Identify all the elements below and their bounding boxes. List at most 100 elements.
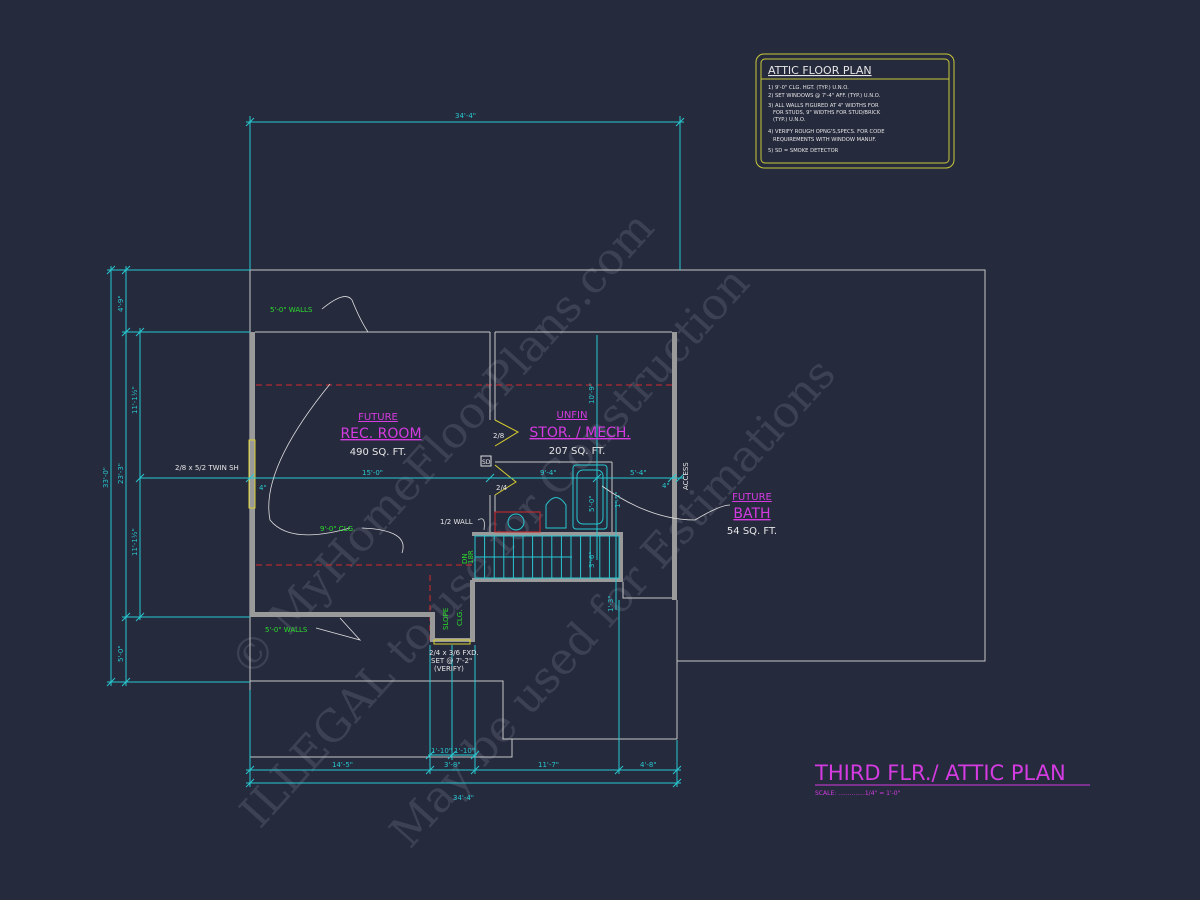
window-bottom-line-3: (VERIFY)	[434, 665, 464, 673]
dim-left-a: 4'-9"	[117, 295, 125, 312]
dimension-tick	[675, 473, 685, 483]
dimension-tick	[245, 765, 255, 775]
window-bottom-line-2: SET @ 7'-2"	[431, 657, 472, 665]
dimension-tick	[245, 117, 255, 127]
dimension-tick	[447, 750, 457, 760]
dimension-tick	[121, 327, 131, 337]
dimension-tick	[245, 778, 255, 788]
dim-left-total: 33'-0"	[102, 467, 110, 488]
dim-stair: 3'-6"	[588, 551, 596, 568]
dimension-tick	[614, 765, 624, 775]
note-line: FOR STUDS, 9" WIDTHS FOR STUD/BRICK	[768, 110, 881, 116]
dn-risers-label: 18R	[467, 550, 475, 564]
dimension-tick	[672, 778, 682, 788]
bath-fixtures	[507, 464, 608, 531]
plan-scale: SCALE: ..............1/4" = 1'-0"	[815, 790, 901, 797]
note-line: 4) VERIFY ROUGH OPNG'S,SPECS. FOR CODE	[768, 129, 884, 135]
bath-name: BATH	[733, 506, 770, 522]
dim-stor: 9'-4"	[540, 469, 557, 477]
dimension-tick	[672, 765, 682, 775]
rec-area: 490 SQ. FT.	[350, 447, 407, 458]
bath-area: 54 SQ. FT.	[727, 526, 777, 537]
dim-bottom-total: 34'-4"	[453, 794, 474, 802]
dimension-tick	[135, 473, 145, 483]
room-labels: FUTURE REC. ROOM 490 SQ. FT. UNFIN STOR.…	[340, 410, 777, 537]
slope-clg-label: CLG.	[456, 610, 464, 626]
window-left-label: 2/8 x 5/2 TWIN SH	[175, 464, 239, 472]
dim-small: 1'-5"	[614, 491, 622, 508]
door-bottom-label: 2/4	[496, 484, 508, 492]
dim-bottom-small-2: 1'-10"	[454, 747, 475, 755]
clg-note: 9'-0" CLG.	[320, 525, 355, 533]
dim-wall-right: 4"	[662, 482, 670, 490]
dim-top: 34'-4"	[455, 112, 476, 120]
walls	[248, 331, 677, 645]
dim-bottom-4: 4'-8"	[640, 761, 657, 769]
smoke-detector	[480, 455, 492, 467]
dim-left-c: 11'-1½"	[131, 528, 139, 556]
dim-left-b: 11'-1½"	[131, 386, 139, 414]
access-label: ACCESS	[682, 462, 690, 490]
dim-bottom-small-1: 1'-10"	[431, 747, 452, 755]
window-bottom	[433, 639, 471, 645]
note-line: 2) SET WINDOWS @ 7'-4" AFF. (TYP.) U.N.O…	[768, 93, 881, 99]
dim-bottom-3: 11'-7"	[538, 761, 559, 769]
dim-bottom-2: 3'-8"	[444, 761, 461, 769]
note-line: 1) 9'-0" CLG. HGT. (TYP.) U.N.O.	[768, 85, 849, 91]
walls-bottom-note: 5'-0" WALLS	[265, 626, 308, 634]
annotations: 5'-0" WALLS 5'-0" WALLS 9'-0" CLG. 2/8 x…	[175, 306, 690, 673]
leader-lines	[268, 296, 731, 641]
dimension-lines	[106, 116, 685, 788]
window-bottom-line-1: 2/4 x 3/6 FXD.	[429, 649, 479, 657]
bath-prefix: FUTURE	[732, 492, 772, 503]
plan-title: THIRD FLR./ ATTIC PLAN	[814, 761, 1066, 785]
dimension-tick	[135, 327, 145, 337]
sd-label: SD	[482, 459, 491, 466]
title-block: THIRD FLR./ ATTIC PLAN SCALE: ..........…	[814, 761, 1090, 797]
slope-label: SLOPE	[442, 608, 450, 630]
rec-name: REC. ROOM	[340, 426, 421, 442]
note-line: 5) SD = SMOKE DETECTOR	[768, 148, 839, 154]
dimension-tick	[106, 677, 116, 687]
dimension-tick	[121, 265, 131, 275]
walls-top-note: 5'-0" WALLS	[270, 306, 313, 314]
dimension-tick	[667, 473, 677, 483]
notes-box: ATTIC FLOOR PLAN 1) 9'-0" CLG. HGT. (TYP…	[755, 53, 955, 169]
window-left	[248, 439, 256, 509]
stairs	[474, 535, 620, 579]
dimension-tick	[121, 677, 131, 687]
toilet	[545, 497, 567, 529]
dim-stor-vertical: 10'-9"	[588, 383, 596, 404]
stor-prefix: UNFIN	[557, 410, 588, 421]
note-line: REQUIREMENTS WITH WINDOW MANUF.	[768, 137, 876, 143]
notes-title: ATTIC FLOOR PLAN	[768, 64, 872, 77]
stor-area: 207 SQ. FT.	[549, 446, 606, 457]
dim-right: 5'-4"	[630, 469, 647, 477]
dimension-tick	[485, 473, 495, 483]
note-line: 3) ALL WALLS FIGURED AT 4" WIDTHS FOR	[768, 103, 879, 109]
sink	[507, 513, 525, 531]
dimension-tick	[121, 612, 131, 622]
dimension-tick	[425, 750, 435, 760]
dimension-tick	[135, 612, 145, 622]
dim-b: 1'-3"	[607, 595, 615, 612]
dim-wall-left: 4"	[259, 484, 267, 492]
dim-tub: 5'-0"	[588, 495, 596, 512]
dim-bottom-1: 14'-5"	[332, 761, 353, 769]
dimension-tick	[592, 473, 602, 483]
door-top-label: 2/8	[493, 432, 504, 440]
half-wall-label: 1/2 WALL	[440, 518, 473, 526]
dimension-labels: 34'-4" 33'-0" 23'-3" 4'-9" 11'-1½" 11'-1…	[102, 112, 670, 802]
dimension-tick	[106, 265, 116, 275]
dimension-tick	[470, 750, 480, 760]
dimension-tick	[245, 473, 255, 483]
stor-name: STOR. / MECH.	[529, 425, 630, 441]
dim-left-inner: 23'-3"	[117, 463, 125, 484]
dimension-tick	[675, 117, 685, 127]
bathtub	[572, 464, 608, 530]
dim-rec: 15'-0"	[362, 469, 383, 477]
dimension-tick	[470, 765, 480, 775]
note-line: (TYP.) U.N.O.	[768, 117, 806, 123]
